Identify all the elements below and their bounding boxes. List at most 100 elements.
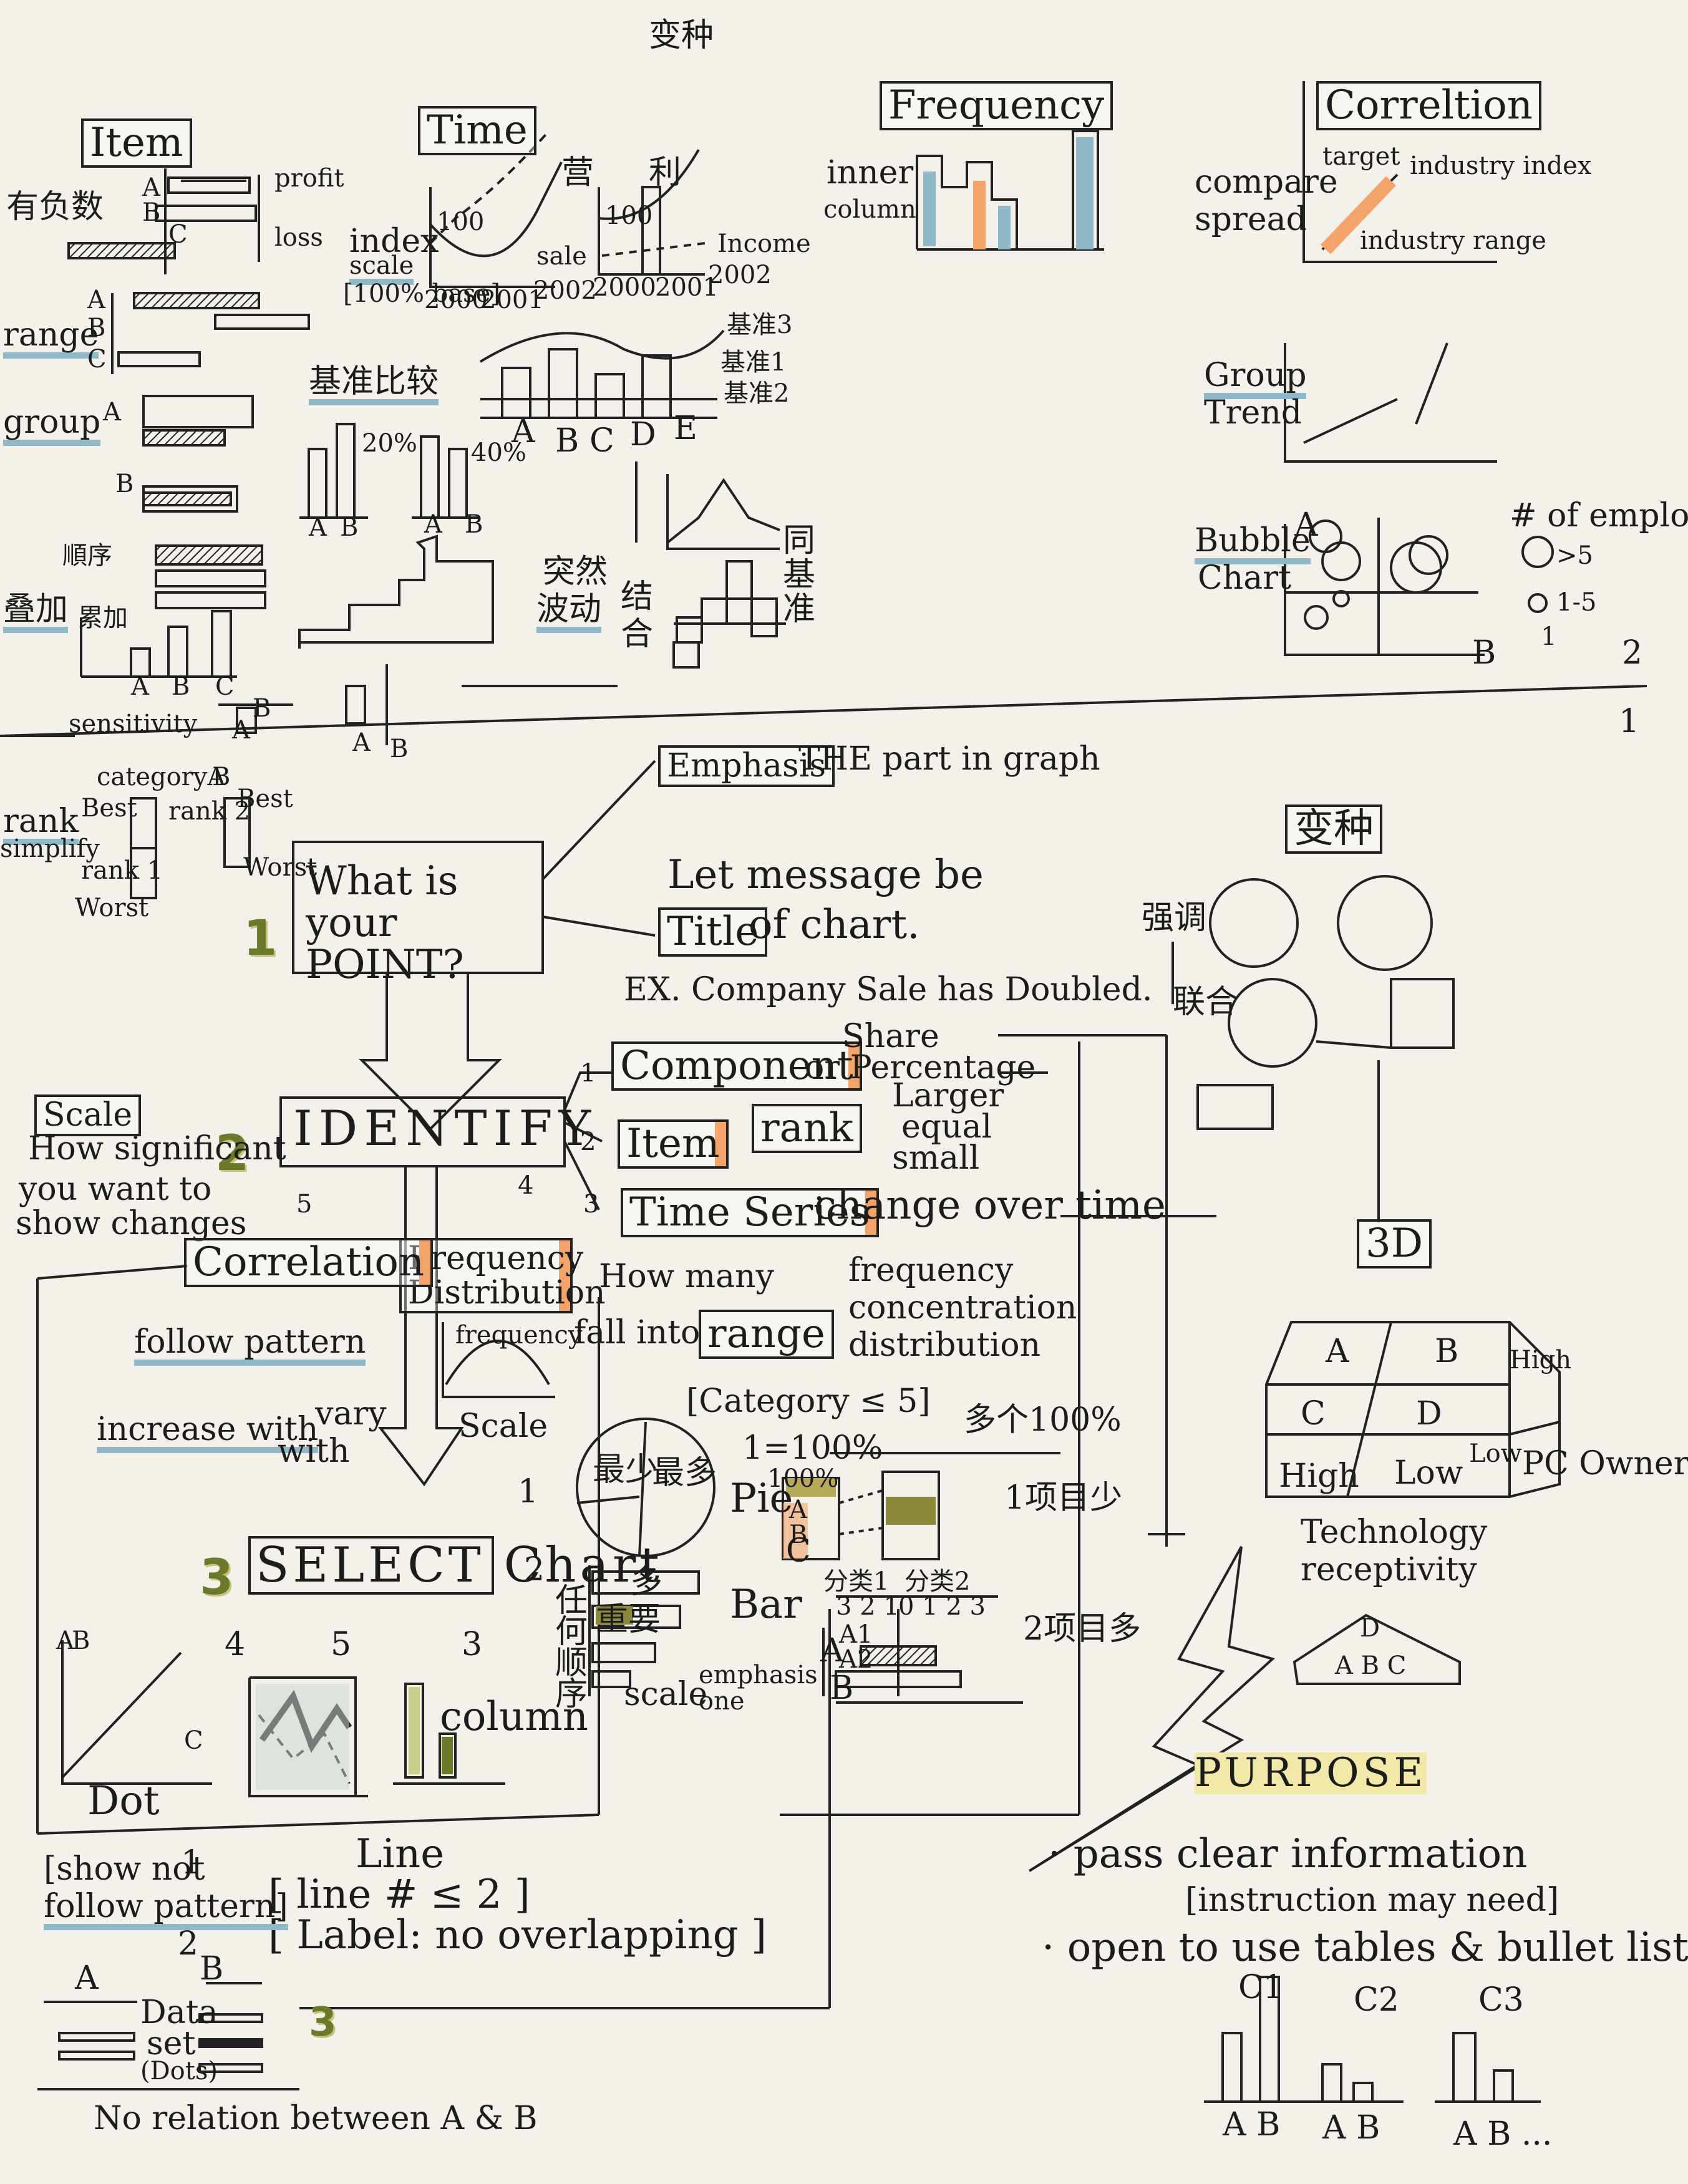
- with-label: with: [278, 1433, 350, 1470]
- range-bar-a: A: [87, 286, 105, 314]
- how-many: How many: [599, 1258, 774, 1295]
- message-line2: of chart.: [749, 902, 920, 948]
- cube-d: D: [1416, 1395, 1442, 1433]
- item-bar-b: [155, 205, 257, 222]
- freq-word-1: frequency: [848, 1252, 1014, 1289]
- sensitivity-label: sensitivity: [69, 710, 198, 738]
- same-1: 同: [783, 522, 816, 559]
- base-label: [100% base]: [343, 279, 500, 308]
- point-box: [292, 841, 544, 974]
- year-2: 2001: [480, 286, 544, 314]
- cat-b: B: [172, 672, 190, 701]
- three-d-box: 3D: [1357, 1219, 1432, 1269]
- select-box: [248, 1536, 494, 1595]
- no-relation-label: No relation between A & B: [94, 2100, 538, 2137]
- cat-c: C: [215, 672, 235, 701]
- component-box: Component: [611, 1041, 862, 1091]
- simplify-label: simplify: [0, 834, 100, 863]
- cube-low-2: Low: [1469, 1439, 1522, 1468]
- line-rule-1: [ line # ≤ 2 ]: [268, 1872, 530, 1918]
- worst-2: Worst: [243, 853, 318, 882]
- time-section-label: Time: [418, 106, 536, 156]
- freq-scale: Scale: [458, 1408, 548, 1445]
- pie-least: 最少: [593, 1451, 658, 1489]
- dot-extra-3: 3: [309, 1999, 337, 2046]
- data-label: Data: [140, 1994, 218, 2031]
- mark-profit-1: 营: [561, 154, 594, 191]
- message-example: EX. Company Sale has Doubled.: [624, 971, 1153, 1008]
- mark-profit-2: 利: [649, 154, 682, 191]
- column-number: 3: [462, 1626, 483, 1663]
- purpose-col-2: C2: [1354, 1981, 1399, 2019]
- pc-ownership: PC Ownership: [1522, 1445, 1688, 1482]
- correlation-section-label: Correltion: [1316, 81, 1541, 131]
- pie-word: Pie: [730, 1476, 793, 1522]
- rank-category-a: categoryA: [97, 763, 226, 791]
- dot-number: 4: [225, 1626, 246, 1663]
- emphasis-box: Emphasis: [658, 745, 835, 787]
- fall-into: fall into: [574, 1314, 701, 1351]
- change-over-time: change over time: [814, 1182, 1166, 1229]
- purpose-ab-3: A B ...: [1453, 2115, 1553, 2153]
- bubble-label: Bubble: [1195, 524, 1311, 564]
- compare-label: compare: [1195, 163, 1338, 201]
- year2-3: 2002: [708, 261, 772, 289]
- wave-label: 波动: [536, 592, 602, 633]
- industry-index-label: industry index: [1410, 152, 1592, 180]
- sort-label: 順序: [62, 541, 112, 570]
- freq-word-2: concentration: [848, 1289, 1077, 1326]
- item-bar-label-c: C: [168, 220, 188, 249]
- range-label: range: [3, 318, 99, 359]
- bar-a: A: [820, 1632, 844, 1669]
- base2-label: 基准2: [724, 379, 790, 408]
- pie-pct: 100%: [767, 1464, 839, 1493]
- sens-a2: A: [352, 728, 371, 757]
- combine-1: 结: [621, 578, 654, 616]
- pie-variant-emphasis: 强调: [1142, 899, 1207, 937]
- sens-b: B: [253, 694, 271, 723]
- dot-c: C: [184, 1726, 203, 1755]
- same-2: 基: [783, 556, 816, 594]
- legend-item-3: 1: [1541, 622, 1557, 651]
- pie-few-items: 1项目少: [1004, 1479, 1123, 1517]
- item-section-label: Item: [81, 118, 192, 168]
- best-2: Best: [237, 785, 293, 813]
- purpose-bullet-1-note: [instruction may need]: [1185, 1882, 1559, 1919]
- item-negative-note: 有负数: [6, 188, 104, 226]
- cube-a: A: [1326, 1333, 1349, 1370]
- index-label: index: [349, 223, 439, 260]
- message-line1: Let message be: [667, 852, 984, 898]
- frequency-section-label: Frequency: [880, 81, 1113, 131]
- base3-label: 基准3: [727, 311, 793, 339]
- branch-4-number: 4: [518, 1171, 534, 1200]
- val-100: 100: [437, 208, 485, 236]
- freq-word-3: distribution: [848, 1326, 1041, 1364]
- dot-note-2: follow pattern]: [44, 1890, 288, 1930]
- bar-a2: A2: [839, 1645, 873, 1674]
- pie-abc-c: C: [786, 1532, 811, 1570]
- dot-extra-1: 1: [181, 1844, 202, 1882]
- marker-2: 2: [1622, 634, 1643, 672]
- sketch-frequency: frequency: [455, 1321, 583, 1350]
- rank-category-b: B: [212, 763, 231, 791]
- follow-pattern: follow pattern: [134, 1325, 366, 1366]
- profit-label: profit: [274, 164, 344, 193]
- item-box: Item: [618, 1119, 729, 1169]
- increase-with: increase with: [97, 1413, 319, 1453]
- year-3: 2002: [533, 276, 597, 305]
- branch-1-number: 1: [580, 1059, 596, 1088]
- marker-1: 1: [1619, 703, 1640, 740]
- step-1-number: 1: [243, 911, 278, 967]
- bar-order-2: 何: [555, 1613, 588, 1651]
- pie-abc-b: B: [789, 1520, 808, 1549]
- purpose-label: PURPOSE: [1195, 1750, 1427, 1796]
- worst-1: Worst: [75, 894, 149, 922]
- identify-label: IDENTIFY: [293, 1101, 597, 1157]
- pct-20: 20%: [362, 429, 417, 458]
- year2-1: 2000: [593, 273, 656, 302]
- triangle-abc: A B C: [1335, 1651, 1407, 1680]
- purpose-bullet-2: · open to use tables & bullet lists: [1042, 1925, 1688, 1971]
- rank-box: rank: [752, 1104, 862, 1154]
- purpose-bullet-1: · pass clear information: [1048, 1831, 1528, 1877]
- pie-category-rule: [Category ≤ 5]: [686, 1383, 931, 1420]
